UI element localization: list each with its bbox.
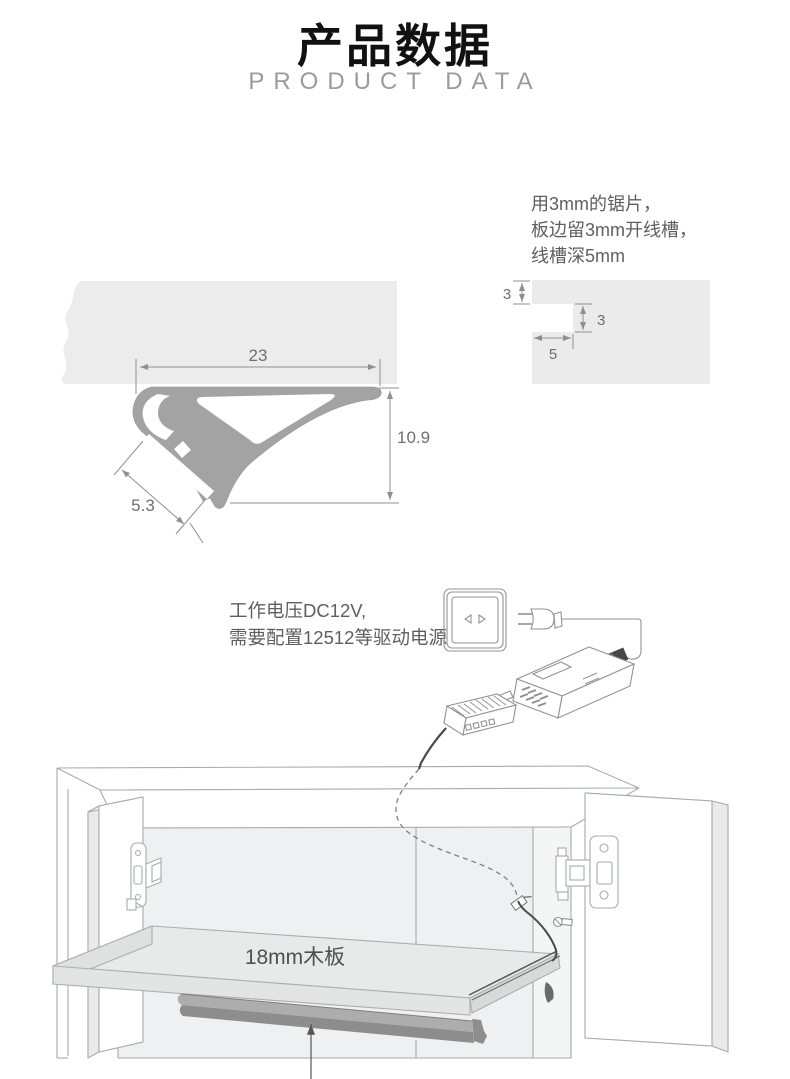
- groove-board: [532, 280, 710, 384]
- panel-cross-section: [61, 281, 397, 384]
- power-adapter: [512, 646, 636, 719]
- dim-groove-offset-label: 3: [503, 286, 511, 303]
- dim-height-10-9: [230, 387, 399, 504]
- cabinet-top-face: [56, 765, 640, 791]
- power-instructions: 工作电压DC12V, 需要配置12512等驱动电源: [229, 597, 447, 651]
- power-instructions-line1: 工作电压DC12V,: [229, 600, 367, 621]
- shelf-label: 18mm木板: [245, 946, 345, 969]
- power-instructions-line2: 需要配置12512等驱动电源: [229, 627, 447, 648]
- left-door-hinge: [130, 842, 162, 908]
- groove-instructions-line1: 用3mm的锯片，: [531, 194, 661, 214]
- dim-width-23: [135, 359, 381, 394]
- dim-width-label: 23: [249, 346, 268, 365]
- groove-instructions-line3: 线槽深5mm: [531, 246, 625, 266]
- mounting-screw: [552, 916, 573, 928]
- dim-height-label: 10.9: [397, 428, 430, 447]
- left-door: [87, 796, 144, 1059]
- profile-cross-section-diagram: 23 10.9 5.3: [61, 281, 430, 544]
- shelf-clip: [126, 898, 143, 911]
- profile-nose-hollow: [142, 394, 174, 440]
- cabinet-installation-diagram: 18mm木板: [52, 765, 729, 1059]
- right-door-hinge: [555, 835, 619, 909]
- groove-instructions: 用3mm的锯片， 板边留3mm开线槽， 线槽深5mm: [531, 191, 697, 269]
- power-plug-icon: [518, 608, 563, 630]
- dim-slot-label: 5.3: [131, 496, 155, 515]
- profile-led-slot: [142, 434, 214, 499]
- dim-groove-depth: [575, 303, 592, 333]
- dim-groove-depth-label: 3: [597, 312, 605, 329]
- right-door: [584, 792, 729, 1053]
- profile-slot-foot: [174, 441, 191, 458]
- shelf-board: [52, 925, 561, 1016]
- wire-dashed-route: [395, 768, 519, 902]
- page-title: 产品数据: [297, 20, 493, 72]
- mains-cord: [562, 618, 642, 660]
- dim-groove-width-label: 5: [549, 346, 557, 363]
- profile-triangle-cutout: [196, 394, 335, 444]
- page-subtitle: PRODUCT DATA: [248, 68, 542, 95]
- dim-groove-offset: [513, 280, 530, 305]
- shelf-wire-channel: [468, 950, 561, 1001]
- wire-solid-top: [417, 727, 447, 770]
- wire-solid-bottom: [517, 900, 558, 962]
- led-light-strip: [177, 982, 554, 1044]
- groove-cutting-diagram: 3 3 5: [503, 280, 710, 384]
- dim-groove-width: [534, 334, 574, 349]
- power-supply-diagram: [443, 588, 642, 736]
- dim-slot-5-3: [113, 440, 206, 544]
- wire-connector-block: [443, 693, 518, 736]
- wiring: [395, 727, 558, 962]
- groove-instructions-line2: 板边留3mm开线槽，: [531, 220, 697, 240]
- wall-outlet-icon: [443, 588, 507, 652]
